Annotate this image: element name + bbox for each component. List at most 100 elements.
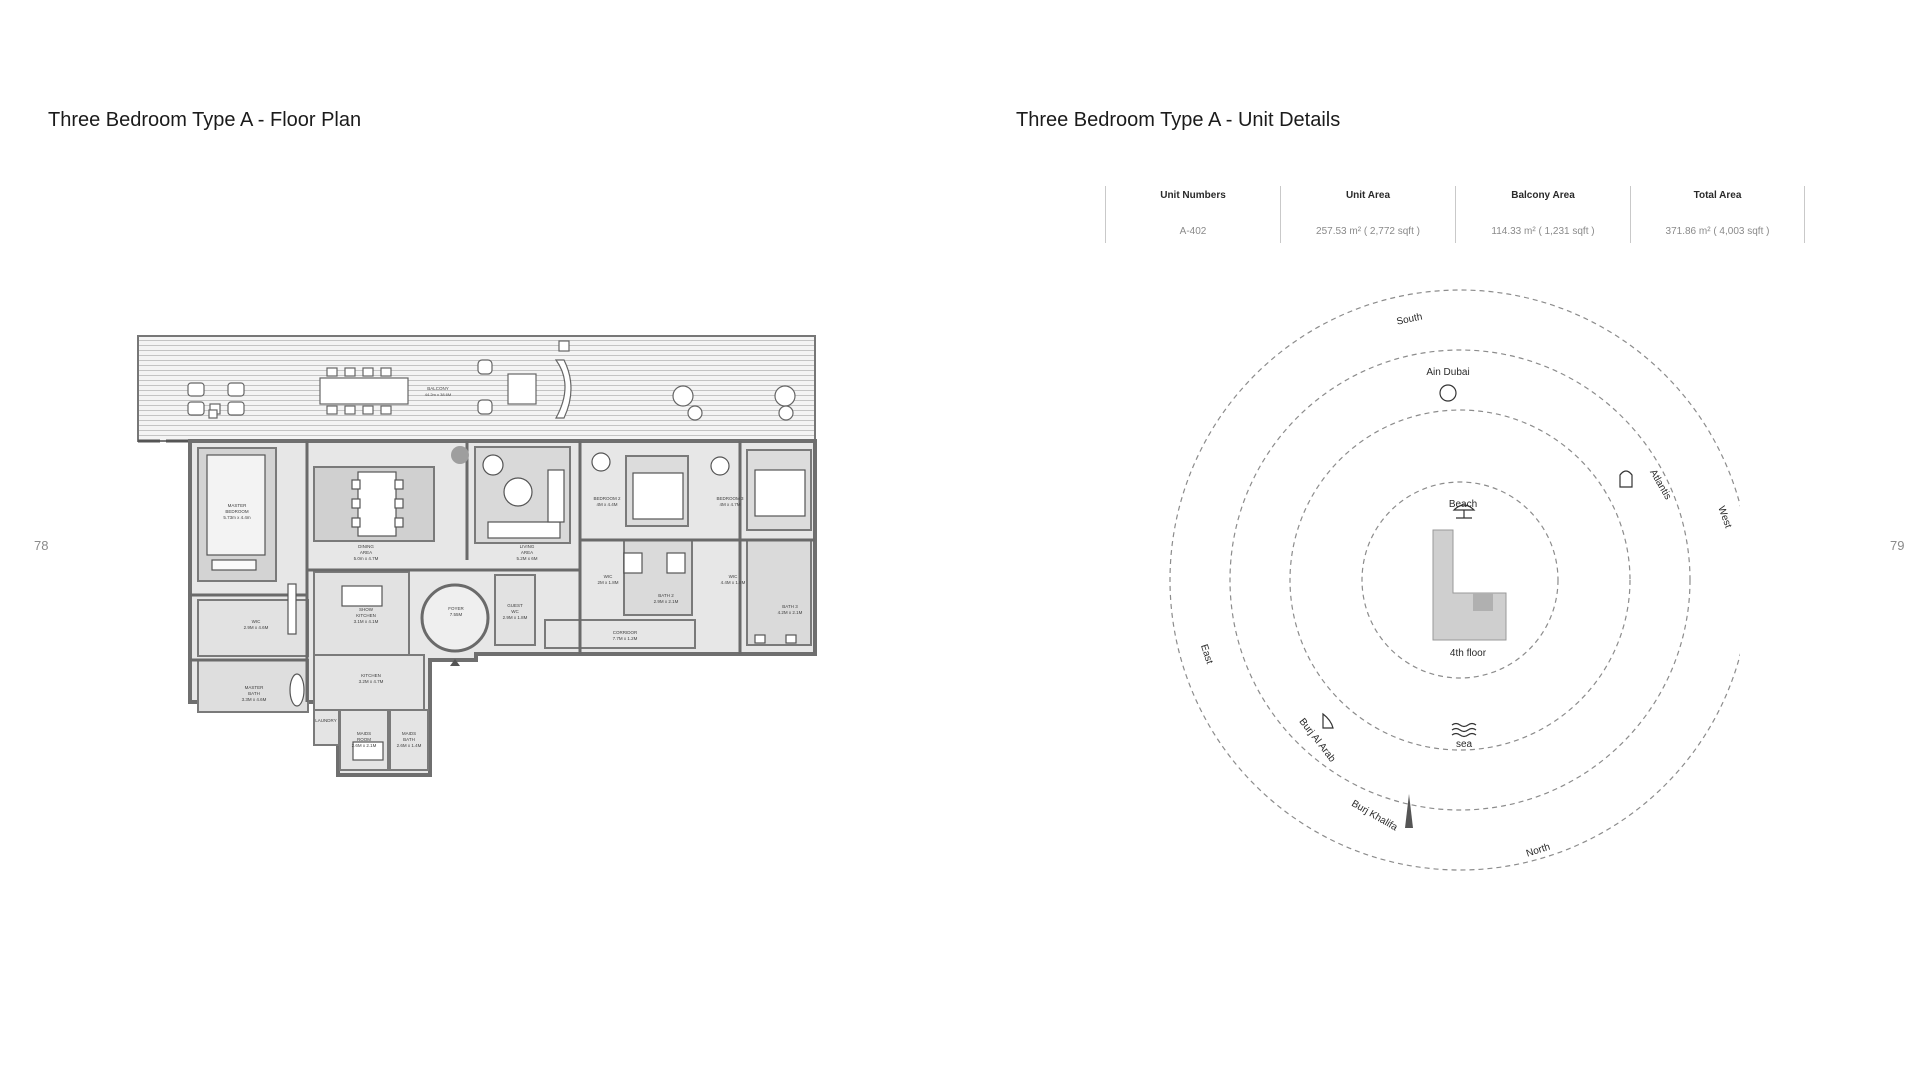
landmark-sea-label: sea — [1456, 739, 1473, 750]
plan-label: BATH 3 — [782, 604, 798, 609]
table-header: Unit Area — [1345, 190, 1391, 201]
plan-label: MAIDS — [402, 731, 416, 736]
plan-label: BEDROOM — [225, 509, 249, 514]
unit-numbers-column: Unit Numbers A-402 — [1105, 186, 1280, 243]
maids-bath — [389, 709, 429, 771]
table-value: 371.86 m² ( 4,003 sqft ) — [1665, 226, 1770, 237]
plan-label: BATH 2 — [658, 593, 674, 598]
table-header: Unit Numbers — [1160, 190, 1226, 201]
plan-label: DINING — [358, 544, 374, 549]
balcony-furniture — [187, 340, 796, 421]
plan-label: MASTER — [228, 503, 248, 508]
landmark-beach-label: Beach — [1449, 499, 1477, 510]
plan-label: 3.1M x 4.1M — [354, 619, 379, 624]
burj-al-arab-icon — [1322, 712, 1334, 729]
orientation-rings — [1169, 289, 1740, 871]
compass-north-label: North — [1525, 842, 1552, 860]
landmark-atlantis-label: Atlantis — [1647, 468, 1673, 502]
plan-label: MASTER — [245, 685, 265, 690]
compass-east-label: East — [1198, 643, 1215, 666]
unit-area-column: Unit Area 257.53 m² ( 2,772 sqft ) — [1280, 186, 1455, 243]
plan-label: 2.9M x 1.8M — [503, 615, 528, 620]
balcony-area — [137, 335, 816, 443]
corridor — [544, 619, 696, 649]
plan-label: AREA — [521, 550, 533, 555]
plan-label: LIVING — [520, 544, 535, 549]
page-title-floor-plan: Three Bedroom Type A - Floor Plan — [48, 109, 362, 131]
building-footprint — [1432, 529, 1507, 641]
landmark-burj-khalifa-label: Burj Khalifa — [1349, 798, 1399, 833]
plan-label: BALCONY — [427, 386, 449, 391]
table-value: A-402 — [1179, 226, 1207, 237]
plan-label: GUEST — [507, 603, 523, 608]
plan-label: BEDROOM 3 — [716, 496, 744, 501]
plan-label: CORRIDOR — [613, 630, 638, 635]
page-number-left: 78 — [34, 538, 49, 553]
plan-label: SHOW — [359, 607, 374, 612]
compass-west-label: West — [1715, 505, 1733, 530]
plan-label: 4M x 4.7M — [719, 502, 740, 507]
ring-outer — [1169, 289, 1740, 871]
plan-label: 5.73m x 4.4m — [223, 515, 251, 520]
plan-label: 7.7M x 1.2M — [613, 636, 638, 641]
plan-label: 4.4M x 1.8M — [721, 580, 746, 585]
ferris-wheel-icon — [1439, 384, 1457, 402]
plan-label: 2.6M x 1.4M — [397, 743, 422, 748]
guest-wc — [494, 574, 536, 646]
umbrella-icon — [1452, 504, 1476, 519]
landmark-ain-dubai-label: Ain Dubai — [1426, 367, 1469, 378]
balcony-area-column: Balcony Area 114.33 m² ( 1,231 sqft ) — [1455, 186, 1630, 243]
laundry — [313, 709, 340, 746]
interior-furniture — [206, 446, 806, 761]
foyer — [420, 583, 490, 653]
plan-label: 2.9M x 4.6M — [244, 625, 269, 630]
plan-label: WIC — [252, 619, 261, 624]
building-footprint-accent — [1473, 593, 1493, 611]
table-value: 257.53 m² ( 2,772 sqft ) — [1316, 226, 1420, 237]
plan-label: ROOM — [357, 737, 371, 742]
plan-label: 3.2M x 4.7M — [359, 679, 384, 684]
bath-3 — [746, 539, 812, 646]
ring-3 — [1289, 409, 1631, 751]
orientation-diagram: South West East North Ain Dubai Atlantis… — [1169, 289, 1740, 871]
plan-label: 4.2M x 2.1M — [778, 610, 803, 615]
plan-label: 5.2M x 6M — [516, 556, 537, 561]
plan-label: KITCHEN — [361, 673, 381, 678]
plan-label: FOYER — [448, 606, 464, 611]
waves-icon — [1451, 722, 1477, 738]
plan-label: 2.6M x 2.1M — [352, 743, 377, 748]
plan-label: 2.9M x 2.1M — [654, 599, 679, 604]
floor-plan-drawing: BALCONY 44.2m x 38.6M MASTER BEDROOM 5.7… — [137, 335, 817, 777]
page-number-right: 79 — [1890, 538, 1905, 553]
plan-label: 3.3M x 4.6M — [242, 697, 267, 702]
plan-label: BEDROOM 2 — [593, 496, 621, 501]
room-labels: MASTER BEDROOM 5.73m x 4.4m DINING AREA … — [223, 496, 802, 748]
floor-label: 4th floor — [1450, 648, 1487, 659]
unit-details-table: Unit Numbers A-402 Unit Area 257.53 m² (… — [1105, 186, 1805, 243]
compass-south-label: South — [1396, 311, 1424, 327]
plan-label: WIC — [729, 574, 738, 579]
table-header: Balcony Area — [1511, 190, 1575, 201]
plan-label: MAIDS — [357, 731, 371, 736]
table-header: Total Area — [1693, 190, 1742, 201]
plan-label: AREA — [360, 550, 372, 555]
plan-label: LAUNDRY — [315, 718, 336, 723]
ring-2 — [1229, 349, 1691, 811]
plan-label: 4M x 4.4M — [596, 502, 617, 507]
page-title-unit-details: Three Bedroom Type A - Unit Details — [1016, 109, 1341, 131]
entrance-arrow-icon — [450, 659, 460, 666]
plan-label: WIC — [604, 574, 613, 579]
ring-inner — [1361, 481, 1559, 679]
plan-label: 5.0m x 4.7M — [354, 556, 379, 561]
kitchen — [313, 654, 425, 711]
plan-label: KITCHEN — [356, 613, 376, 618]
atlantis-icon — [1619, 470, 1633, 488]
interior-walls — [190, 441, 815, 702]
table-value: 114.33 m² ( 1,231 sqft ) — [1491, 226, 1595, 237]
plan-label: 44.2m x 38.6M — [425, 392, 451, 397]
burj-khalifa-icon — [1405, 794, 1413, 828]
total-area-column: Total Area 371.86 m² ( 4,003 sqft ) — [1630, 186, 1805, 243]
plan-label: BATH — [403, 737, 415, 742]
plan-label: BATH — [248, 691, 260, 696]
plan-label: 7.55M — [450, 612, 463, 617]
